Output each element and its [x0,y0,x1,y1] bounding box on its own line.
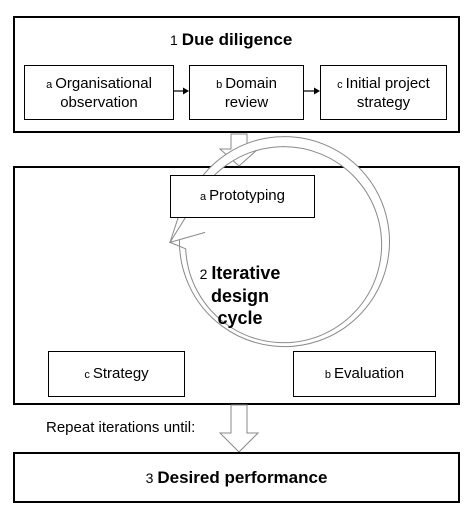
stage-1-title-text: Due diligence [181,30,293,49]
repeat-iterations-label: Repeat iterations until: [46,419,196,436]
step-2c-label: Strategy [92,364,149,382]
step-1b-label-line1: Domain [225,74,277,92]
step-1b-letter: b [216,78,223,91]
step-2b-letter: b [324,368,332,381]
stage-2-number: 2 [199,266,208,282]
stage-2-title-line2: design [210,286,269,306]
step-2b-label: Evaluation [334,364,405,382]
step-1b-label-line2: review [224,93,269,111]
step-1c-letter: c [337,78,343,91]
arrow-stage2-to-stage3 [218,404,260,453]
step-2a-label: Prototyping [209,187,285,204]
stage-3-number: 3 [145,469,154,486]
step-1a-label-line2: observation [60,93,138,111]
stage-3-title: Desired performance [157,467,328,487]
step-2c-letter: c [84,368,90,381]
step-1c-label-line1: Initial project [345,74,430,92]
step-1c-label-line2: strategy [356,93,411,111]
arrow-1a-to-1b [174,87,189,95]
stage-2-title-line3: cycle [217,308,263,328]
stage-2-title-line1: Iterative [211,263,281,283]
step-2a-letter: a [199,191,207,203]
stage-1-number: 1 [170,32,178,48]
step-1a-label-line1: Organisational [55,74,152,92]
arrow-1b-to-1c [304,87,320,95]
step-1a-letter: a [46,78,53,91]
